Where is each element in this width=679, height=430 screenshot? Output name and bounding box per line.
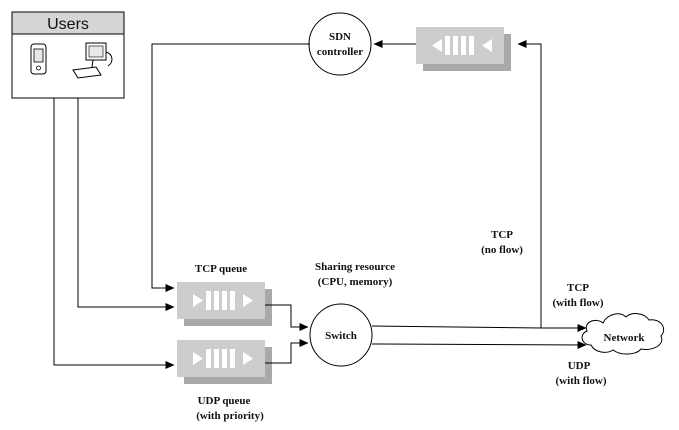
udp-with-flow-label-1: UDP bbox=[568, 360, 591, 372]
tcp-with-flow-label-1: TCP bbox=[567, 282, 589, 294]
switch-node: Switch bbox=[309, 303, 373, 367]
sdn-controller-label-1: SDN bbox=[329, 31, 351, 43]
switch-to-network-udp-line bbox=[371, 340, 587, 349]
tcp-queue-label: TCP queue bbox=[195, 263, 247, 275]
udp-with-flow-label-2: (with flow) bbox=[555, 375, 606, 387]
switch-label: Switch bbox=[325, 330, 357, 342]
network-label: Network bbox=[604, 332, 646, 344]
desktop-computer-icon bbox=[72, 42, 113, 79]
switch-to-network-tcp-line bbox=[371, 324, 587, 332]
users-to-udp-queue-line bbox=[53, 98, 175, 369]
users-box: Users bbox=[11, 11, 125, 99]
tcp-with-flow-label-2: (with flow) bbox=[552, 297, 603, 309]
tcp-no-flow-label-1: TCP bbox=[491, 229, 513, 241]
udp-queue-to-switch-line bbox=[265, 339, 309, 364]
sdn-controller-label-2: controller bbox=[317, 46, 363, 58]
tcp-queue bbox=[177, 282, 272, 326]
controller-to-tcp-queue-line bbox=[151, 43, 310, 292]
sdn-controller-node: SDN controller bbox=[308, 12, 372, 76]
users-title: Users bbox=[47, 16, 89, 33]
udp-queue-priority-label: (with priority) bbox=[196, 410, 264, 422]
tcp-no-flow-to-controller-queue-line bbox=[517, 40, 542, 328]
controller-queue bbox=[416, 27, 511, 71]
tcp-no-flow-label-2: (no flow) bbox=[481, 244, 523, 256]
udp-queue-label: UDP queue bbox=[198, 395, 251, 407]
tcp-queue-to-switch-line bbox=[265, 304, 309, 331]
sharing-resource-label-1: Sharing resource bbox=[315, 261, 395, 273]
udp-queue bbox=[177, 340, 272, 384]
network-cloud: Network bbox=[581, 313, 665, 355]
mobile-phone-icon bbox=[30, 43, 47, 75]
connectors bbox=[53, 40, 587, 369]
users-to-tcp-queue-line bbox=[77, 98, 175, 311]
sharing-resource-label-2: (CPU, memory) bbox=[318, 276, 393, 288]
